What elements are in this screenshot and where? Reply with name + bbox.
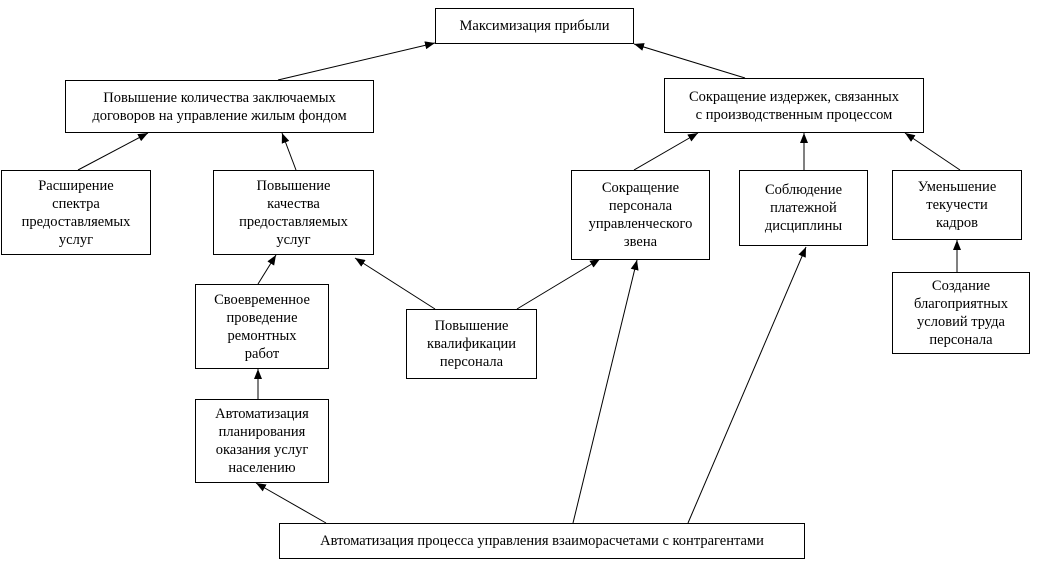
node-timely-repairs: Своевременное проведение ремонтных работ (195, 284, 329, 369)
node-turnover-reduction: Уменьшение текучести кадров (892, 170, 1022, 240)
node-settlement-automation: Автоматизация процесса управления взаимо… (279, 523, 805, 559)
arrow-turnover-reduction-to-cost-reduction (904, 132, 961, 171)
arrow-qualification-to-staff-reduction (516, 258, 601, 310)
arrow-timely-repairs-to-service-quality (257, 254, 277, 285)
arrow-expand-services-to-more-contracts (77, 132, 149, 171)
node-more-contracts: Повышение количества заключаемых договор… (65, 80, 374, 133)
node-staff-reduction: Сокращение персонала управленческого зве… (571, 170, 710, 260)
node-qualification: Повышение квалификации персонала (406, 309, 537, 379)
node-payment-discipline: Соблюдение платежной дисциплины (739, 170, 868, 246)
arrow-more-contracts-to-max-profit (277, 41, 436, 81)
node-cost-reduction: Сокращение издержек, связанных с произво… (664, 78, 924, 133)
node-work-conditions: Создание благоприятных условий труда пер… (892, 272, 1030, 354)
arrow-cost-reduction-to-max-profit (633, 43, 746, 79)
node-max-profit: Максимизация прибыли (435, 8, 634, 44)
arrow-settlement-automation-to-planning-automation (255, 482, 327, 524)
node-service-quality: Повышение качества предоставляемых услуг (213, 170, 374, 255)
arrow-service-quality-to-more-contracts (281, 132, 297, 171)
arrow-settlement-automation-to-payment-discipline (687, 246, 807, 524)
arrow-settlement-automation-to-staff-reduction (572, 259, 639, 524)
arrow-staff-reduction-to-cost-reduction (633, 132, 699, 171)
arrow-qualification-to-service-quality (354, 257, 436, 310)
node-planning-automation: Автоматизация планирования оказания услу… (195, 399, 329, 483)
node-expand-services: Расширение спектра предоставляемых услуг (1, 170, 151, 255)
